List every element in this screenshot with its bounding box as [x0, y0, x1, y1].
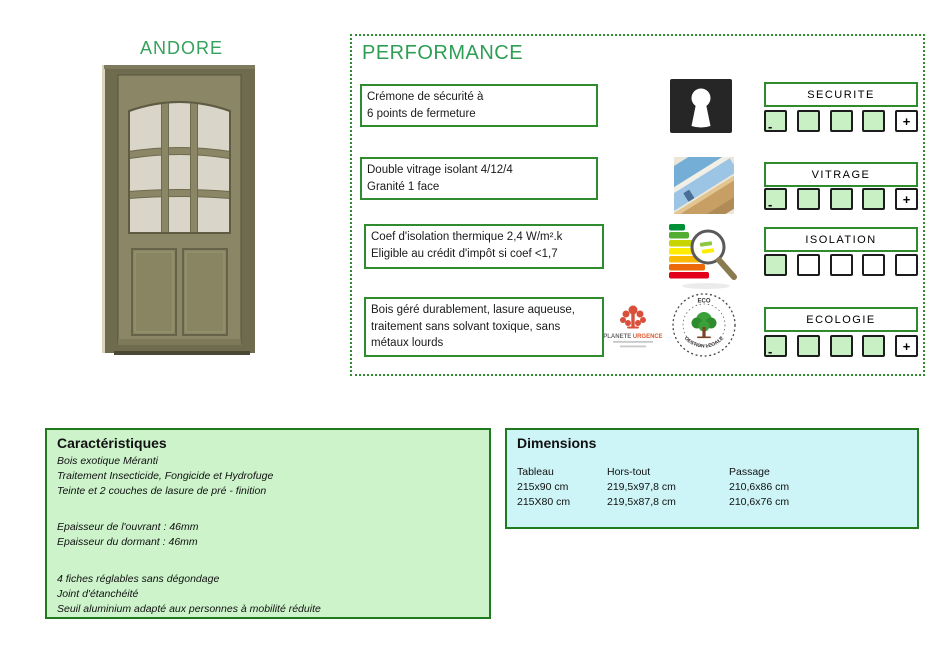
rating-scale-ecologie: -+ [764, 335, 918, 358]
dim-col-header: Passage [729, 466, 770, 478]
plus-sign: + [902, 191, 911, 207]
dim-cell: 215x90 cm [517, 481, 569, 493]
feature-text-ecologie: Bois géré durablement, lasure aqueuse, t… [364, 297, 604, 358]
page-title: ANDORE [139, 38, 223, 58]
spacer-line [57, 550, 479, 561]
rating-box [796, 335, 820, 357]
characteristic-line: Epaisseur du dormant : 46mm [57, 536, 198, 549]
dim-cell: 215X80 cm [517, 496, 571, 508]
keyhole-icon [670, 79, 732, 133]
rating-scale-isolation [764, 254, 918, 277]
minus-sign: - [768, 344, 773, 359]
dimensions-panel: Dimensions Tableau Hors-tout Passage 215… [505, 428, 919, 529]
dimensions-title: Dimensions [517, 435, 597, 451]
minus-sign: - [768, 119, 773, 134]
rating-scale-securite: -+ [764, 110, 918, 133]
rating-box [796, 110, 820, 132]
performance-panel: PERFORMANCE Crémone de sécurité à 6 poin… [350, 34, 925, 376]
characteristic-line: Epaisseur de l'ouvrant : 46mm [57, 521, 199, 534]
rating-box: + [895, 188, 918, 210]
dim-col-header: Hors-tout [607, 466, 651, 478]
category-label-securite: SECURITE [764, 82, 918, 107]
plus-sign: + [902, 113, 911, 129]
feature-text-securite: Crémone de sécurité à 6 points de fermet… [360, 84, 598, 128]
characteristics-title: Caractéristiques [57, 435, 167, 451]
category-label-isolation: ISOLATION [764, 227, 918, 252]
window-icon [674, 157, 734, 214]
characteristic-line: Seuil aluminium adapté aux personnes à m… [57, 602, 321, 615]
rating-box: - [764, 110, 787, 134]
rating-box: + [895, 110, 918, 132]
rating-box: - [764, 335, 787, 359]
dim-cell: 210,6x76 cm [729, 496, 790, 508]
minus-sign: - [768, 197, 773, 212]
dim-cell: 219,5x87,8 cm [607, 496, 676, 508]
characteristic-line: Teinte et 2 couches de lasure de pré - f… [57, 484, 267, 497]
characteristic-line: Joint d'étanchéité [57, 587, 139, 600]
category-label-ecologie: ECOLOGIE [764, 307, 918, 332]
rating-box [862, 335, 886, 357]
rating-box: - [764, 188, 787, 212]
feature-text-isolation: Coef d'isolation thermique 2,4 W/m².k El… [364, 224, 604, 269]
plus-sign: + [902, 338, 911, 354]
eco-badge-logo: ECO GESTION LEGALE [672, 293, 736, 357]
svg-text:ECO: ECO [697, 299, 710, 305]
rating-box [862, 188, 886, 210]
rating-box: + [895, 335, 918, 357]
dim-cell: 219,5x97,8 cm [607, 481, 676, 493]
performance-title: PERFORMANCE [362, 42, 524, 64]
dimensions-table: Tableau Hors-tout Passage 215x90 cm 219,… [517, 465, 907, 510]
dim-cell: 210,6x86 cm [729, 481, 790, 493]
rating-box [829, 110, 853, 132]
energy-label-icon [669, 224, 737, 289]
rating-scale-vitrage: -+ [764, 188, 918, 211]
door-photo [102, 65, 255, 355]
characteristic-line: Traitement Insecticide, Fongicide et Hyd… [57, 469, 274, 482]
spacer-line [57, 561, 479, 572]
feature-text-vitrage: Double vitrage isolant 4/12/4 Granité 1 … [360, 157, 598, 201]
category-label-vitrage: VITRAGE [764, 162, 918, 187]
rating-box [829, 254, 853, 276]
spacer-line [57, 498, 479, 509]
dim-col-header: Tableau [517, 466, 554, 478]
rating-box [895, 254, 918, 276]
rating-box [862, 254, 886, 276]
rating-box [862, 110, 886, 132]
rating-box [796, 254, 820, 276]
characteristic-line: Bois exotique Méranti [57, 455, 158, 467]
characteristic-line: 4 fiches réglables sans dégondage [57, 572, 220, 585]
rating-box [796, 188, 820, 210]
characteristics-panel: Caractéristiques Bois exotique Méranti T… [45, 428, 491, 619]
rating-box [829, 188, 853, 210]
spacer-line [57, 509, 479, 520]
rating-box [829, 335, 853, 357]
rating-box [764, 254, 787, 276]
